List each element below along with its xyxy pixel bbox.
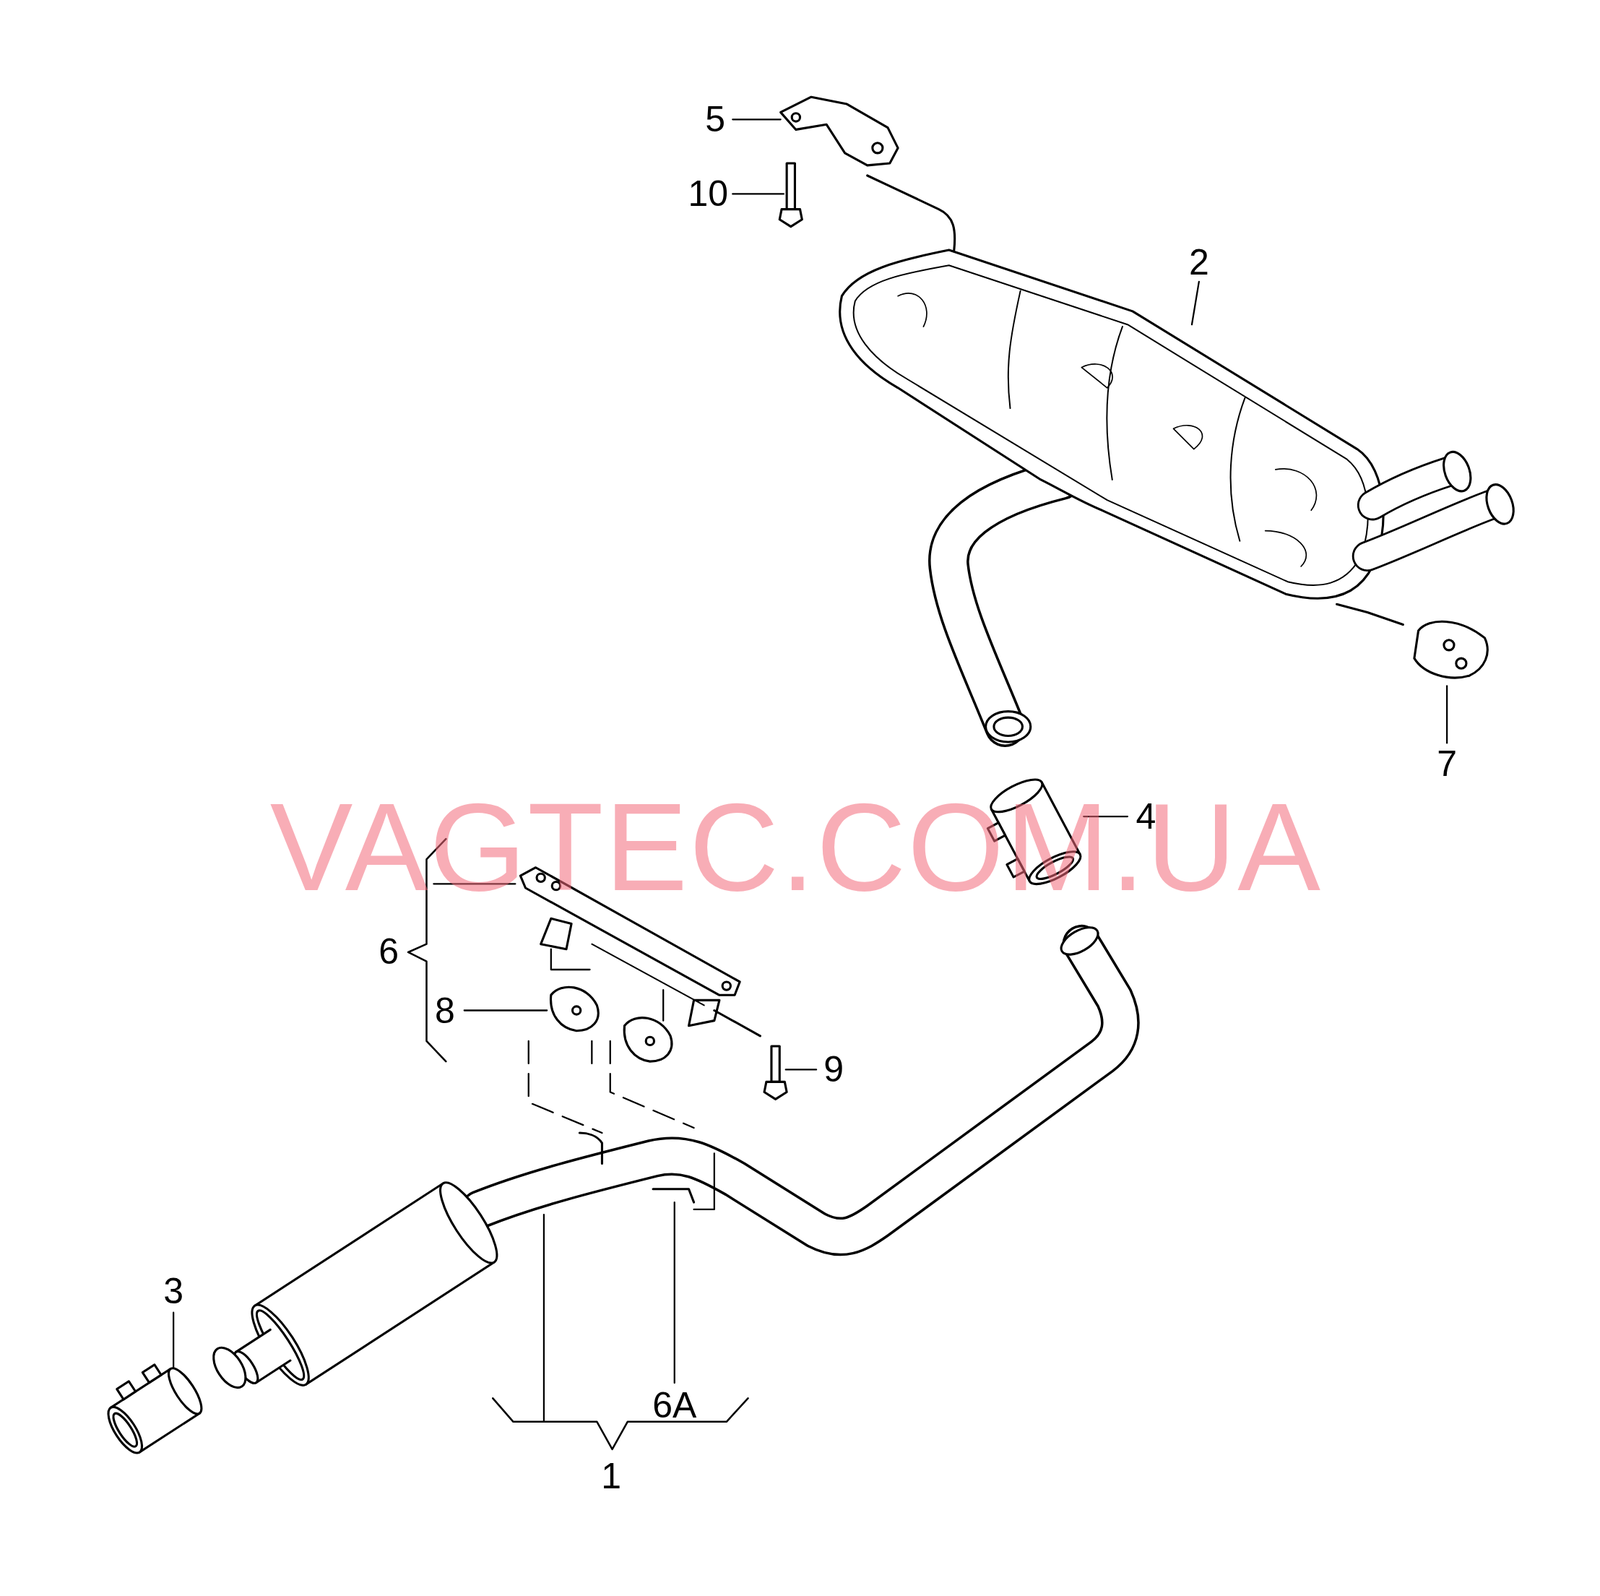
callout-number: 6 xyxy=(378,933,399,970)
callout-number: 9 xyxy=(823,1051,844,1088)
watermark: VAGTEC.COM.UA xyxy=(270,784,1322,909)
callout-number: 8 xyxy=(434,992,456,1029)
callout-number: 1 xyxy=(600,1457,622,1494)
callout-number: 6A xyxy=(652,1386,697,1424)
callout-number: 10 xyxy=(688,175,729,212)
callout-number: 7 xyxy=(1436,745,1457,782)
callout-number: 2 xyxy=(1188,244,1210,281)
callout-number: 5 xyxy=(705,101,726,138)
callout-number: 3 xyxy=(163,1272,184,1309)
